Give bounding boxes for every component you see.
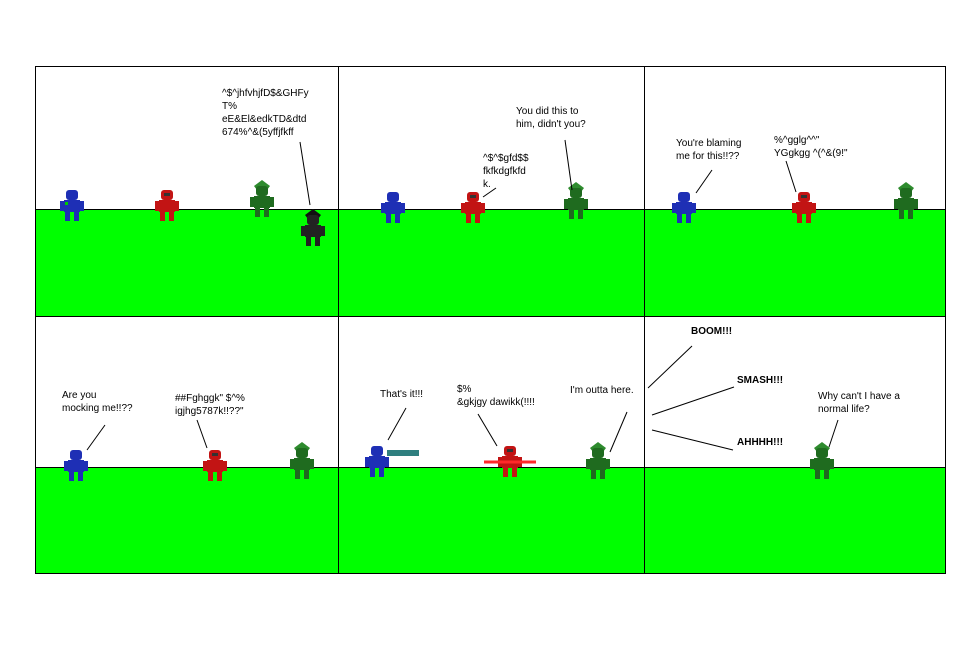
- speech-text: $% &gkjgy dawikk(!!!!: [457, 384, 535, 408]
- grass-ground: [645, 467, 945, 573]
- panel-border: [644, 66, 645, 574]
- panel-border: [35, 573, 946, 574]
- speech-text: Why can't I have a normal life?: [818, 391, 900, 415]
- speech-text: That's it!!!: [380, 389, 424, 400]
- sound-effect-text: BOOM!!!: [691, 326, 733, 337]
- panel-border: [35, 66, 946, 67]
- panel-6: BOOM!!! SMASH!!! AHHHH!!! Why can't I ha…: [645, 317, 945, 573]
- panel-border: [945, 66, 946, 574]
- sound-effect-text: AHHHH!!!: [737, 437, 784, 448]
- panel-border: [35, 66, 36, 574]
- speech-text: Are you mocking me!!??: [62, 390, 133, 414]
- panel-3: You're blaming me for this!!?? %^gglg^^"…: [645, 67, 945, 316]
- speech-text: You did this to him, didn't you?: [516, 106, 586, 130]
- speech-text: ##Fghggk" $^% igjhg5787k!!??": [175, 393, 245, 417]
- grass-ground: [35, 209, 338, 316]
- panel-1: ^$^jhfvhjfD$&GHFy T% eE&El&edkTD&dtd 674…: [35, 67, 338, 316]
- speech-text: ^$^jhfvhjfD$&GHFy T% eE&El&edkTD&dtd 674…: [222, 88, 309, 138]
- speech-text: ^$^$gfd$$ fkfkdgfkfd k.: [483, 153, 529, 190]
- panel-2: ^$^$gfd$$ fkfkdgfkfd k. You did this to …: [339, 67, 644, 316]
- panel-border: [338, 66, 339, 574]
- sound-effect-text: SMASH!!!: [737, 375, 784, 386]
- speech-text: I'm outta here.: [570, 385, 634, 396]
- panel-4: Are you mocking me!!?? ##Fghggk" $^% igj…: [35, 317, 338, 573]
- speech-text: You're blaming me for this!!??: [676, 138, 742, 162]
- grass-ground: [339, 209, 644, 316]
- panel-border: [35, 316, 946, 317]
- grass-ground: [35, 467, 338, 573]
- panel-5: That's it!!! $% &gkjgy dawikk(!!!! I'm o…: [339, 317, 644, 573]
- grass-ground: [339, 467, 644, 573]
- speech-text: %^gglg^^" YGgkgg ^(^&(9!": [774, 135, 848, 159]
- grass-ground: [645, 209, 945, 316]
